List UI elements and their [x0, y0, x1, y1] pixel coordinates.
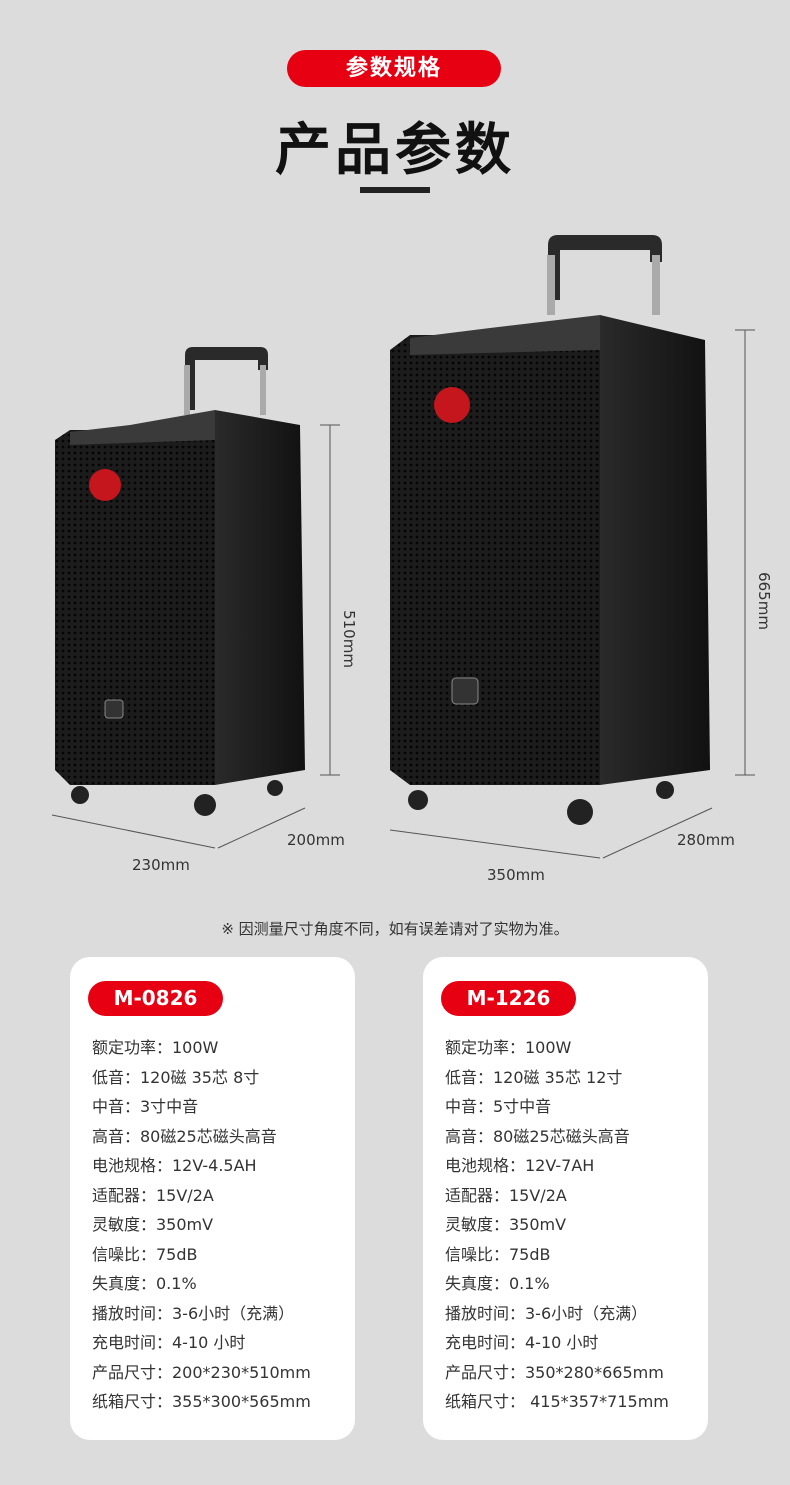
small-height-label: 510mm [339, 610, 358, 668]
spec-row: 额定功率：100W [92, 1038, 219, 1057]
spec-row: 高音：80磁25芯磁头高音 [92, 1126, 277, 1146]
small-depth-label: 200mm [287, 831, 345, 849]
spec-row: 产品尺寸：350*280*665mm [445, 1362, 664, 1382]
product-illustration [51, 235, 755, 859]
measurement-note: ※ 因测量尺寸角度不同，如有误差请对了实物为准。 [221, 920, 569, 938]
spec-row: 低音：120磁 35芯 12寸 [445, 1067, 623, 1087]
spec-row: 纸箱尺寸：355*300*565mm [92, 1392, 311, 1411]
large-depth-label: 280mm [677, 831, 735, 849]
model-badge: M-0826 [88, 981, 223, 1016]
spec-card-m0826: M-0826 额定功率：100W 低音：120磁 35芯 8寸中音：3寸中音高音：… [70, 957, 355, 1440]
model-badge: M-1226 [441, 981, 576, 1016]
small-width-label: 230mm [132, 856, 190, 874]
spec-row: 失真度：0.1% [445, 1274, 550, 1293]
title-underline [360, 187, 430, 193]
spec-row: 灵敏度：350mV [445, 1215, 567, 1234]
spec-row: 产品尺寸：200*230*510mm [92, 1362, 311, 1382]
spec-row: 信噪比：75dB [92, 1244, 198, 1264]
speaker-large [389, 235, 755, 859]
spec-row: 纸箱尺寸： 415*357*715mm [445, 1392, 669, 1411]
section-badge: 参数规格 [287, 50, 501, 87]
spec-row: 播放时间：3-6小时（充满） [92, 1303, 295, 1323]
spec-row: 电池规格：12V-7AH [445, 1156, 595, 1175]
spec-row: 播放时间：3-6小时（充满） [445, 1303, 648, 1323]
spec-row: 充电时间：4-10 小时 [445, 1333, 599, 1352]
spec-row: 灵敏度：350mV [92, 1215, 214, 1234]
spec-row: 信噪比：75dB [445, 1244, 551, 1264]
large-width-label: 350mm [487, 866, 545, 884]
spec-row: 中音：5寸中音 [445, 1097, 552, 1116]
spec-row: 低音：120磁 35芯 8寸 [92, 1067, 260, 1087]
spec-row: 失真度：0.1% [92, 1274, 197, 1293]
spec-list: 额定功率：100W 低音：120磁 35芯 8寸中音：3寸中音高音：80磁25芯磁… [92, 1033, 311, 1417]
spec-row: 适配器：15V/2A [92, 1185, 214, 1205]
page-title: 产品参数 [275, 118, 515, 183]
spec-list: 额定功率：100W 低音：120磁 35芯 12寸中音：5寸中音高音：80磁25芯… [445, 1033, 669, 1417]
spec-row: 电池规格：12V-4.5AH [92, 1156, 257, 1175]
spec-card-m1226: M-1226 额定功率：100W 低音：120磁 35芯 12寸中音：5寸中音高音… [423, 957, 708, 1440]
spec-row: 适配器：15V/2A [445, 1185, 567, 1205]
spec-row: 额定功率：100W [445, 1038, 572, 1057]
spec-row: 中音：3寸中音 [92, 1097, 199, 1116]
spec-row: 高音：80磁25芯磁头高音 [445, 1126, 630, 1146]
speaker-small [51, 347, 340, 849]
large-height-label: 665mm [754, 572, 773, 630]
spec-row: 充电时间：4-10 小时 [92, 1333, 246, 1352]
